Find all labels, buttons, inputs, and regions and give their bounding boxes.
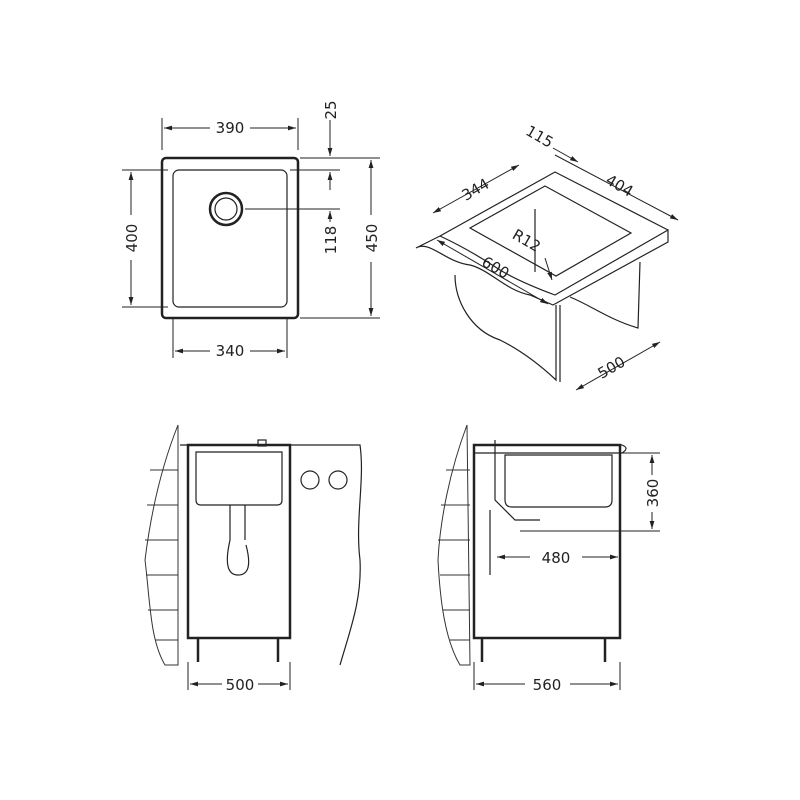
siphon-trap: [226, 505, 250, 576]
top-view: 390 400 25 118 450 340: [122, 100, 381, 360]
dim-400: 400: [123, 224, 141, 253]
isometric-view: 500 600 344 404 115 R12: [415, 122, 679, 391]
drain-outer: [208, 191, 244, 227]
dim-560: 560: [533, 676, 562, 694]
dim-480: 480: [542, 549, 571, 567]
dim-404: 404: [603, 171, 637, 201]
side-legs: [480, 638, 607, 662]
overflow: [257, 439, 267, 447]
front-view: 500: [144, 424, 363, 694]
dim-115: 115: [523, 122, 557, 152]
dim-r12: R12: [509, 225, 544, 255]
cabinet-left: [454, 274, 557, 382]
wall-bricks-right: [437, 424, 471, 666]
cabinet-legs: [196, 638, 280, 662]
dim-450: 450: [363, 224, 381, 253]
side-cabinet: [472, 443, 622, 640]
drain-inner: [214, 197, 238, 221]
front-cabinet: [186, 443, 292, 640]
front-bowl: [195, 451, 283, 506]
tap-hole-2: [328, 470, 348, 490]
cabinet-right: [569, 261, 641, 329]
dim-118: 118: [322, 226, 340, 255]
dim-390: 390: [216, 119, 245, 137]
countertop-front: [180, 444, 363, 666]
sink-outer-rim: [160, 156, 300, 320]
side-view: 360 480 560: [437, 424, 662, 694]
dim-25: 25: [322, 100, 340, 119]
tap-hole-1: [300, 470, 320, 490]
dim-front-500: 500: [226, 676, 255, 694]
side-bowl: [504, 454, 613, 508]
dim-344: 344: [459, 175, 493, 205]
dim-340: 340: [216, 342, 245, 360]
side-plumbing: [489, 440, 540, 575]
sink-bowl: [172, 169, 288, 308]
dim-iso-500: 500: [595, 353, 629, 383]
wall-bricks-left: [144, 424, 179, 666]
dim-360: 360: [644, 479, 662, 508]
